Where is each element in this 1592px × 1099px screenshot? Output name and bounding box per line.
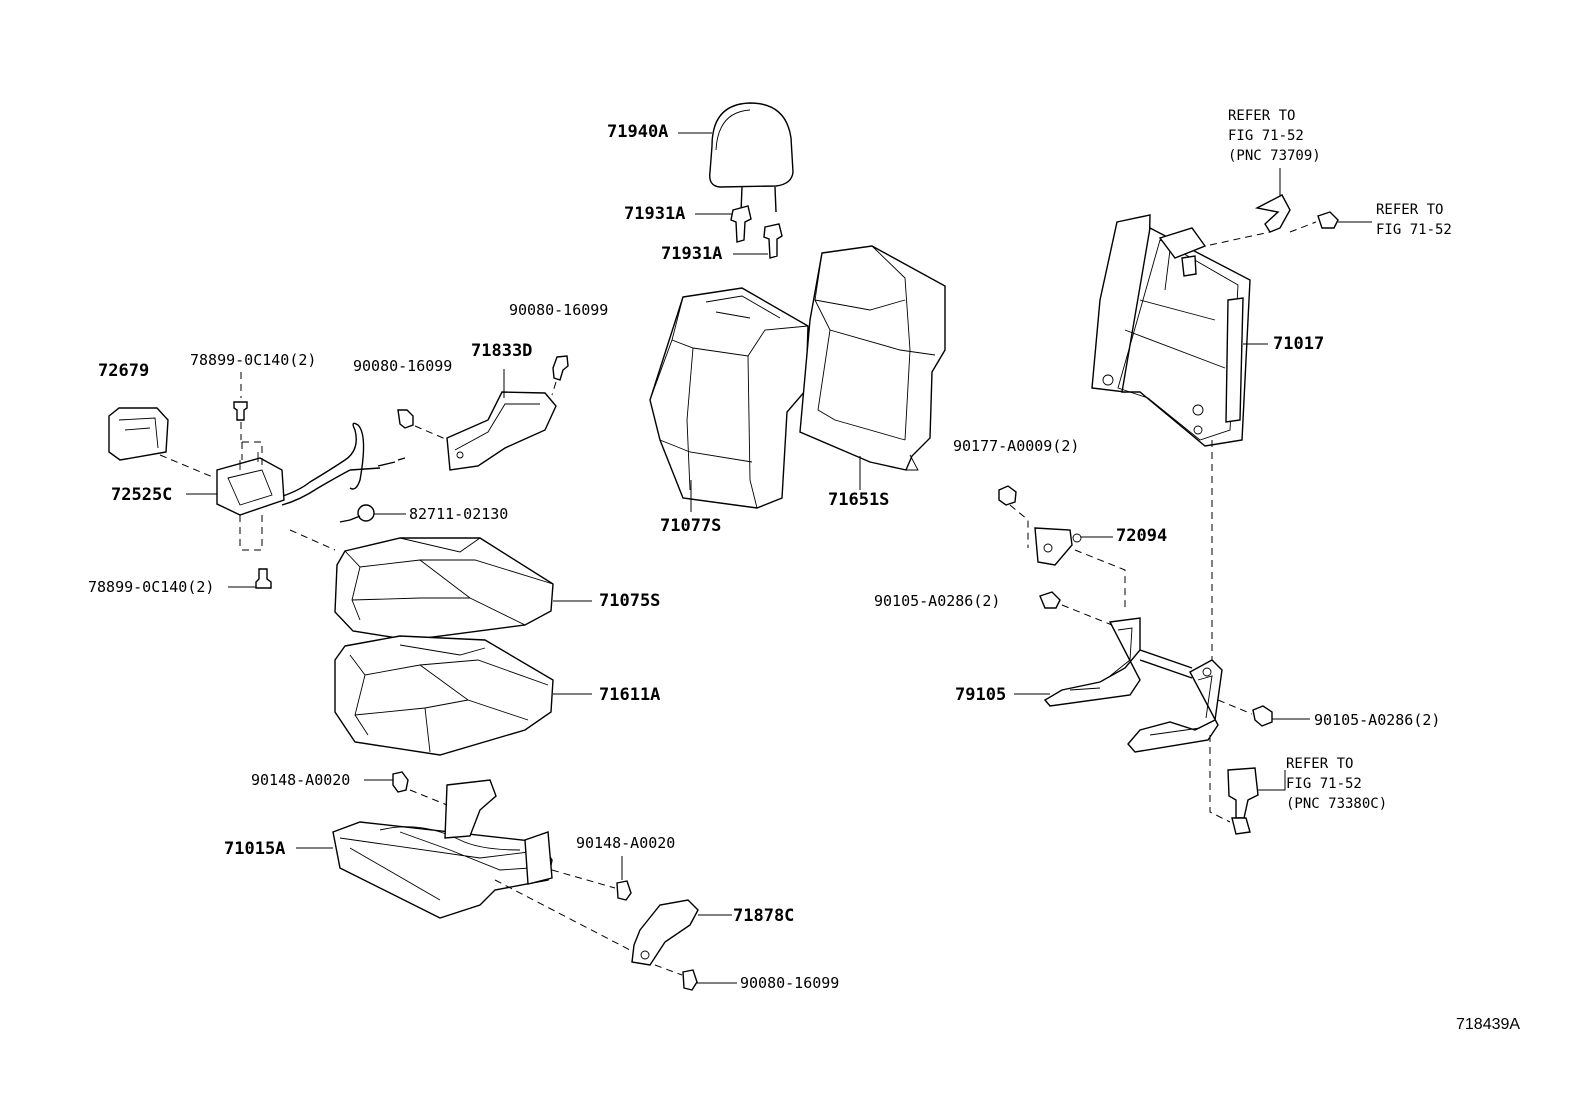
label-72094: 72094	[1116, 526, 1168, 546]
label-72525C: 72525C	[111, 485, 173, 505]
cushion-cover	[334, 537, 554, 641]
bolt-90105-right	[1252, 705, 1273, 727]
label-90080-16099-top: 90080-16099	[509, 301, 609, 319]
label-71833D: 71833D	[471, 341, 533, 361]
bolt-ref-right	[1317, 211, 1339, 229]
label-78899-0C140-bottom: 78899-0C140(2)	[88, 578, 215, 596]
label-71077S: 71077S	[660, 516, 722, 536]
bracket-ref-73709	[1254, 194, 1291, 233]
seatbelt-buckle-ref	[1227, 767, 1259, 835]
seatback-frame	[1091, 214, 1251, 447]
bolt-78899-bottom	[255, 568, 272, 589]
label-71651S: 71651S	[828, 490, 890, 510]
headrest-guides	[730, 205, 783, 259]
label-90148-A0020-right: 90148-A0020	[576, 834, 676, 852]
nut-90177	[998, 485, 1017, 506]
refer-note-fig-71-52: REFER TO FIG 71-52	[1376, 202, 1452, 238]
label-71878C: 71878C	[733, 906, 795, 926]
bolt-78899-top	[233, 401, 248, 421]
label-82711-02130: 82711-02130	[409, 505, 509, 523]
label-90105-A0286-left: 90105-A0286(2)	[874, 592, 1001, 610]
bracket-72525C	[216, 422, 406, 551]
label-71015A: 71015A	[224, 839, 286, 859]
recliner-79105	[1043, 617, 1223, 753]
label-90080-16099-left: 90080-16099	[353, 357, 453, 375]
cushion-pad	[334, 635, 554, 756]
cover-71833D	[446, 391, 557, 471]
label-90080-16099-bottom: 90080-16099	[740, 974, 840, 992]
seatback-pad	[799, 245, 946, 471]
cover-71878C	[631, 899, 699, 966]
bolt-90148-right	[616, 880, 632, 901]
label-90177-A0009: 90177-A0009(2)	[953, 437, 1080, 455]
label-71931A-upper: 71931A	[624, 204, 686, 224]
label-79105: 79105	[955, 685, 1007, 705]
label-78899-0C140-top: 78899-0C140(2)	[190, 351, 317, 369]
bolt-90080-top	[552, 355, 569, 381]
label-72679: 72679	[98, 361, 150, 381]
seat-frame	[332, 779, 553, 919]
cover-72679	[108, 407, 169, 461]
label-71940A: 71940A	[607, 122, 669, 142]
seatback-cover	[649, 287, 809, 509]
refer-note-73380C: REFER TO FIG 71-52 (PNC 73380C)	[1286, 756, 1388, 812]
clip-82711	[339, 504, 375, 523]
label-71611A: 71611A	[599, 685, 661, 705]
bracket-72094	[1034, 527, 1082, 566]
bolt-90148-top	[392, 771, 409, 793]
label-71075S: 71075S	[599, 591, 661, 611]
refer-note-73709: REFER TO FIG 71-52 (PNC 73709)	[1228, 108, 1321, 164]
figure-id: 718439A	[1456, 1016, 1521, 1033]
label-71017: 71017	[1273, 334, 1325, 354]
bolt-90080-bottom	[682, 969, 698, 991]
label-90105-A0286-right: 90105-A0286(2)	[1314, 711, 1441, 729]
bolt-90105-left	[1039, 591, 1061, 609]
label-71931A-lower: 71931A	[661, 244, 723, 264]
headrest	[709, 102, 794, 213]
bolt-90080-left	[397, 409, 414, 429]
label-90148-A0020-top: 90148-A0020	[251, 771, 351, 789]
